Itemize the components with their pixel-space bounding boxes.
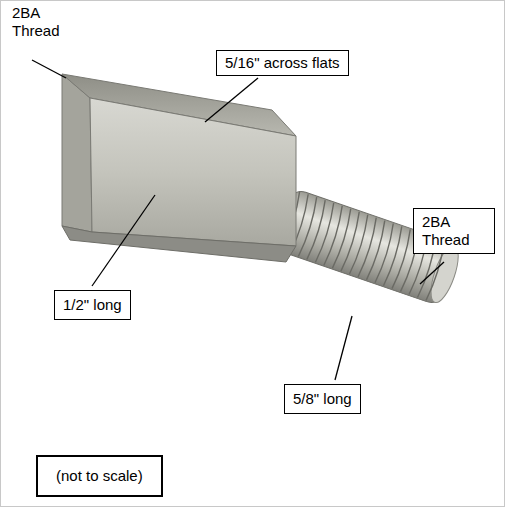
leader-line (92, 195, 155, 286)
leader-line (335, 316, 352, 380)
hex-end-face (62, 74, 92, 232)
leader-lines (32, 60, 444, 380)
thread-groove (365, 221, 389, 281)
hex-bottom-face (62, 226, 296, 262)
thread-groove (296, 197, 320, 257)
scale-note: (not to scale) (36, 455, 163, 497)
callout-text: 1/2" long (63, 296, 122, 314)
thread-groove (339, 212, 363, 272)
leader-line (205, 78, 258, 122)
thread-groove (373, 224, 397, 284)
callout-text: 2BA Thread (422, 213, 486, 249)
thread-groove (322, 206, 346, 266)
thread-groove (331, 209, 355, 269)
hex-front-face (90, 98, 296, 246)
dimension-callout: 5/16" across flats (216, 50, 349, 76)
dimension-callout: 1/2" long (54, 290, 131, 320)
thread-groove (382, 226, 406, 286)
thread-groove (390, 229, 414, 289)
thread-groove (314, 203, 338, 263)
thread-groove (305, 200, 329, 260)
thread-groove (356, 218, 380, 278)
callout-text: 5/8" long (293, 390, 352, 408)
thread-label: 2BA Thread (12, 4, 62, 40)
dimension-callout: 5/8" long (284, 384, 361, 414)
thread-callout: 2BA Thread (413, 208, 495, 254)
callout-text: (not to scale) (56, 467, 143, 485)
callout-text: 5/16" across flats (225, 54, 340, 72)
leader-line (420, 262, 444, 284)
thread-groove (348, 215, 372, 275)
leader-line (32, 60, 66, 78)
